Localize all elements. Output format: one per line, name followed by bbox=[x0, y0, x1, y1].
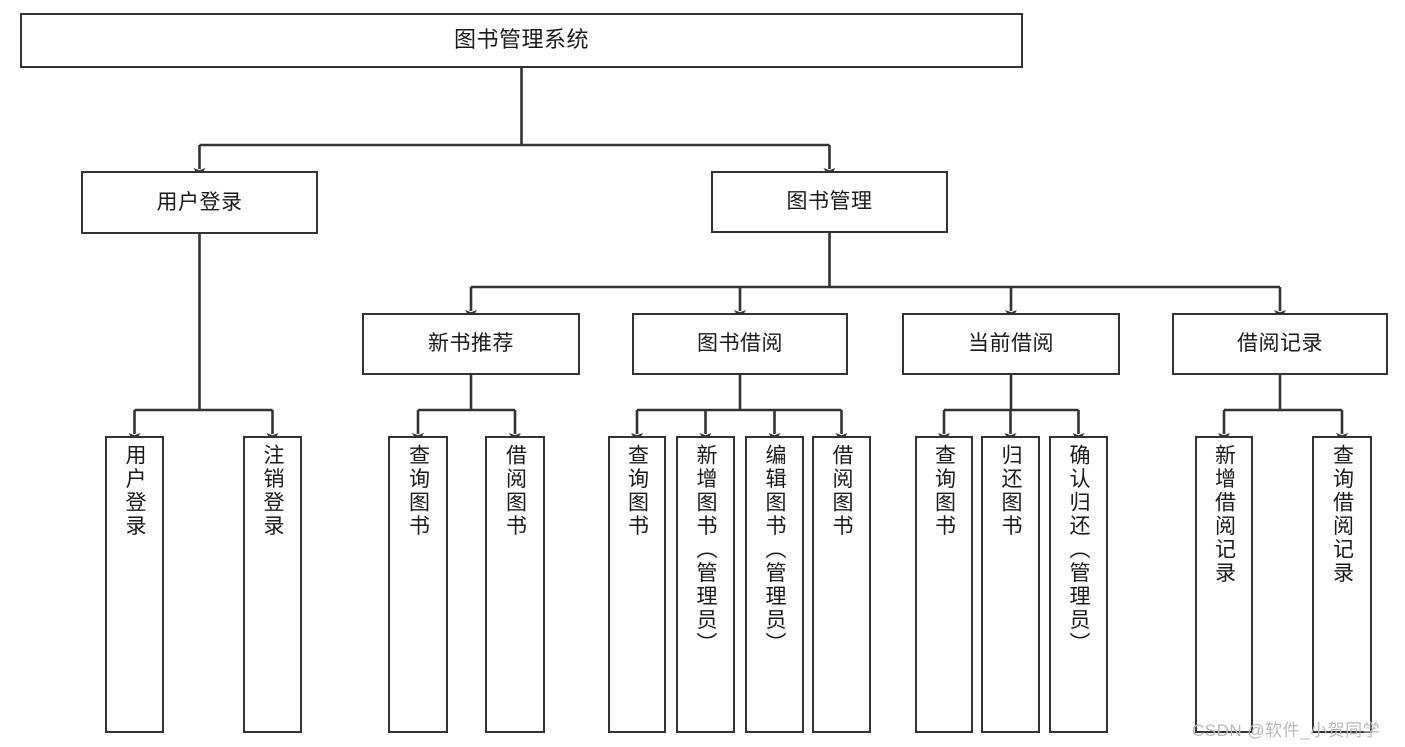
node-book-manage[interactable]: 图书管理 bbox=[711, 171, 948, 233]
node-label: 图书借阅 bbox=[697, 332, 783, 356]
node-leaf-query-book-3[interactable]: 查询图书 bbox=[915, 436, 973, 733]
node-label: 新增图书（管理员） bbox=[694, 444, 717, 656]
node-new-book-recommend[interactable]: 新书推荐 bbox=[362, 313, 580, 375]
node-borrow-record[interactable]: 借阅记录 bbox=[1172, 313, 1388, 375]
node-label: 查询图书 bbox=[932, 444, 956, 538]
node-label: 查询借阅记录 bbox=[1330, 444, 1354, 585]
node-label: 图书管理 bbox=[786, 190, 873, 214]
node-label: 用户登录 bbox=[156, 190, 243, 214]
node-label: 归还图书 bbox=[999, 444, 1022, 538]
node-root[interactable]: 图书管理系统 bbox=[20, 13, 1023, 68]
node-leaf-edit-book[interactable]: 编辑图书（管理员） bbox=[745, 436, 804, 733]
node-label: 当前借阅 bbox=[968, 332, 1054, 356]
node-label: 新书推荐 bbox=[428, 332, 514, 356]
node-leaf-return-book[interactable]: 归还图书 bbox=[981, 436, 1040, 733]
node-leaf-query-record[interactable]: 查询借阅记录 bbox=[1312, 436, 1372, 733]
node-label: 查询图书 bbox=[406, 444, 430, 538]
node-label: 查询图书 bbox=[625, 444, 649, 538]
node-user-login[interactable]: 用户登录 bbox=[81, 171, 318, 234]
node-current-borrow[interactable]: 当前借阅 bbox=[902, 313, 1120, 375]
node-leaf-add-record[interactable]: 新增借阅记录 bbox=[1195, 436, 1253, 733]
node-leaf-borrow-book-2[interactable]: 借阅图书 bbox=[812, 436, 871, 733]
node-leaf-query-book-1[interactable]: 查询图书 bbox=[388, 436, 448, 733]
node-label: 借阅记录 bbox=[1237, 332, 1323, 356]
node-leaf-logout[interactable]: 注销登录 bbox=[243, 436, 302, 733]
node-label: 确认归还（管理员） bbox=[1067, 444, 1090, 656]
node-leaf-query-book-2[interactable]: 查询图书 bbox=[608, 436, 666, 733]
node-leaf-add-book[interactable]: 新增图书（管理员） bbox=[676, 436, 735, 733]
node-label: 用户登录 bbox=[123, 444, 146, 538]
node-label: 借阅图书 bbox=[830, 444, 853, 538]
node-leaf-user-login[interactable]: 用户登录 bbox=[105, 436, 164, 733]
node-label: 图书管理系统 bbox=[453, 27, 589, 53]
node-book-borrow[interactable]: 图书借阅 bbox=[632, 313, 848, 375]
node-label: 借阅图书 bbox=[503, 444, 527, 538]
node-label: 注销登录 bbox=[261, 444, 284, 538]
node-label: 编辑图书（管理员） bbox=[763, 444, 786, 656]
node-label: 新增借阅记录 bbox=[1212, 444, 1236, 585]
node-leaf-confirm-return[interactable]: 确认归还（管理员） bbox=[1049, 436, 1108, 733]
node-leaf-borrow-book-1[interactable]: 借阅图书 bbox=[485, 436, 545, 733]
